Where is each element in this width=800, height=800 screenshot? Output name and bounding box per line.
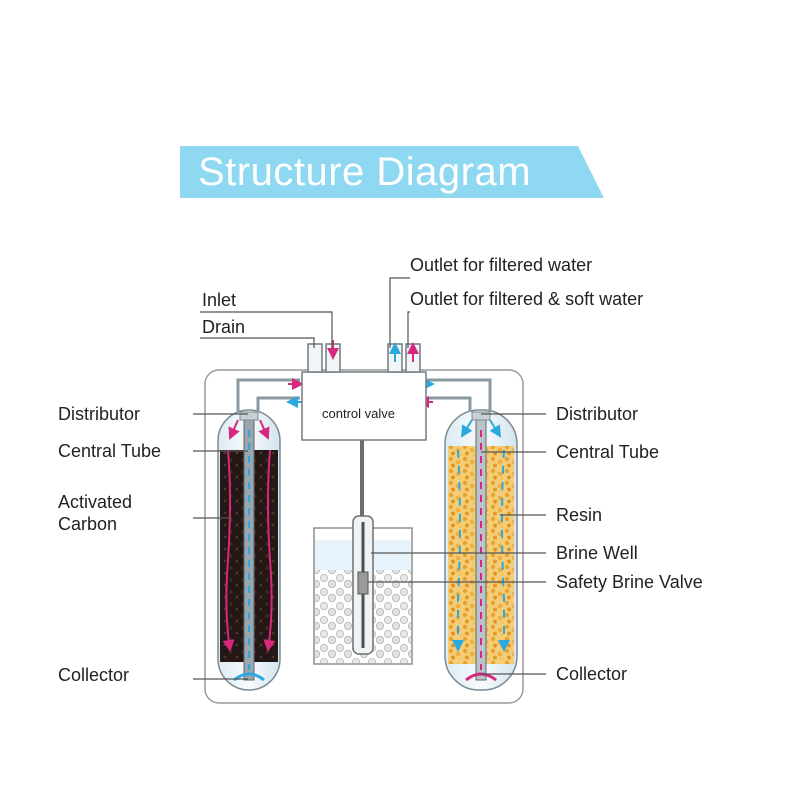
distributor-left-arrow-1: [228, 419, 240, 440]
title-banner: Structure Diagram: [180, 146, 604, 198]
label-inlet: Inlet: [202, 290, 237, 310]
label-control-valve: control valve: [322, 406, 395, 421]
label-resin: Resin: [556, 505, 603, 525]
collector-left-shape: [233, 672, 265, 682]
banner-shape: [180, 146, 604, 198]
carbon-tank: [217, 409, 281, 691]
label-outlet-filtered: Outlet for filtered water: [410, 255, 593, 275]
label-collector-left: Collector: [58, 665, 130, 685]
leader-lines: [193, 277, 546, 680]
valve-connectors: [307, 343, 421, 373]
safety-brine-valve-shape: [357, 571, 369, 595]
label-brine-well: Brine Well: [556, 543, 638, 563]
label-distributor-right: Distributor: [556, 404, 639, 424]
resin-tank: [444, 409, 518, 691]
diagram-title: Structure Diagram: [198, 150, 532, 194]
flow-arrow-right-1: [452, 449, 464, 652]
label-outlet-soft: Outlet for filtered & soft water: [410, 289, 644, 309]
flow-arrow-left-2: [263, 449, 276, 652]
distributor-left-arrow-2: [258, 419, 270, 440]
label-safety-brine-valve: Safety Brine Valve: [556, 572, 703, 592]
label-activated-carbon-line1: Activated: [58, 492, 133, 512]
label-distributor-left: Distributor: [58, 404, 141, 424]
label-drain: Drain: [202, 317, 246, 337]
label-activated-carbon-line2: Carbon: [58, 514, 118, 534]
label-collector-right: Collector: [556, 664, 628, 684]
distributor-right-shape: [471, 411, 491, 421]
brine-tank: [313, 440, 413, 665]
label-central-tube-right: Central Tube: [556, 442, 660, 462]
distributor-right-arrow-2: [489, 419, 502, 438]
distributor-right-arrow-1: [460, 419, 473, 438]
label-central-tube-left: Central Tube: [58, 441, 162, 461]
flow-arrow-right-2: [498, 449, 510, 652]
distributor-left-shape: [239, 411, 259, 421]
control-valve-box: [301, 371, 427, 441]
flow-arrow-left-1: [222, 449, 235, 652]
